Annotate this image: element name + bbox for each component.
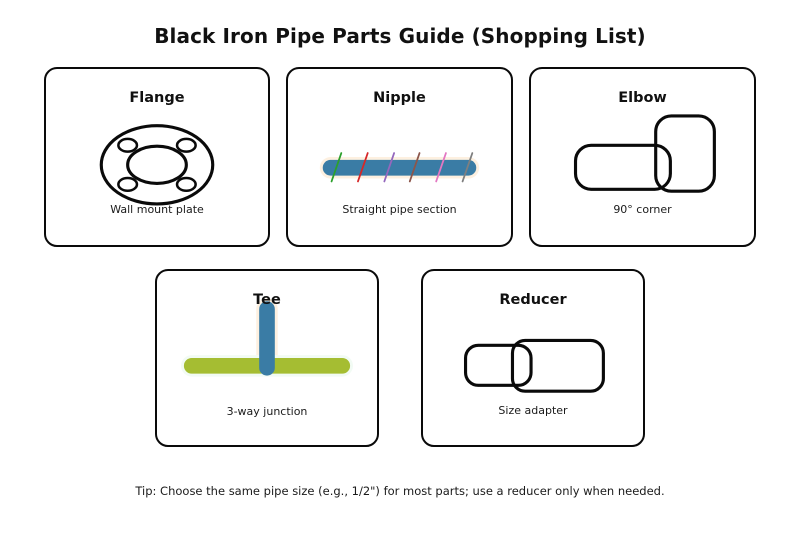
card-flange[interactable]: Flange Wall mount plate — [44, 67, 270, 247]
card-reducer[interactable]: Reducer Size adapter — [421, 269, 645, 447]
page-title: Black Iron Pipe Parts Guide (Shopping Li… — [154, 24, 646, 48]
card-nipple[interactable]: Nipple Straight pipe section — [286, 67, 513, 247]
card-title-elbow: Elbow — [618, 90, 667, 106]
card-subtitle-reducer: Size adapter — [498, 404, 568, 417]
card-title-flange: Flange — [129, 90, 185, 106]
card-subtitle-nipple: Straight pipe section — [342, 203, 457, 216]
card-title-reducer: Reducer — [499, 292, 567, 308]
card-title-tee: Tee — [253, 292, 281, 308]
card-title-nipple: Nipple — [373, 90, 426, 106]
card-subtitle-elbow: 90° corner — [613, 203, 672, 216]
card-subtitle-tee: 3-way junction — [226, 405, 308, 418]
card-subtitle-flange: Wall mount plate — [110, 203, 204, 216]
tip-text: Tip: Choose the same pipe size (e.g., 1/… — [135, 484, 665, 498]
card-elbow[interactable]: Elbow 90° corner — [529, 67, 756, 247]
card-tee[interactable]: Tee 3-way junction — [155, 269, 379, 447]
